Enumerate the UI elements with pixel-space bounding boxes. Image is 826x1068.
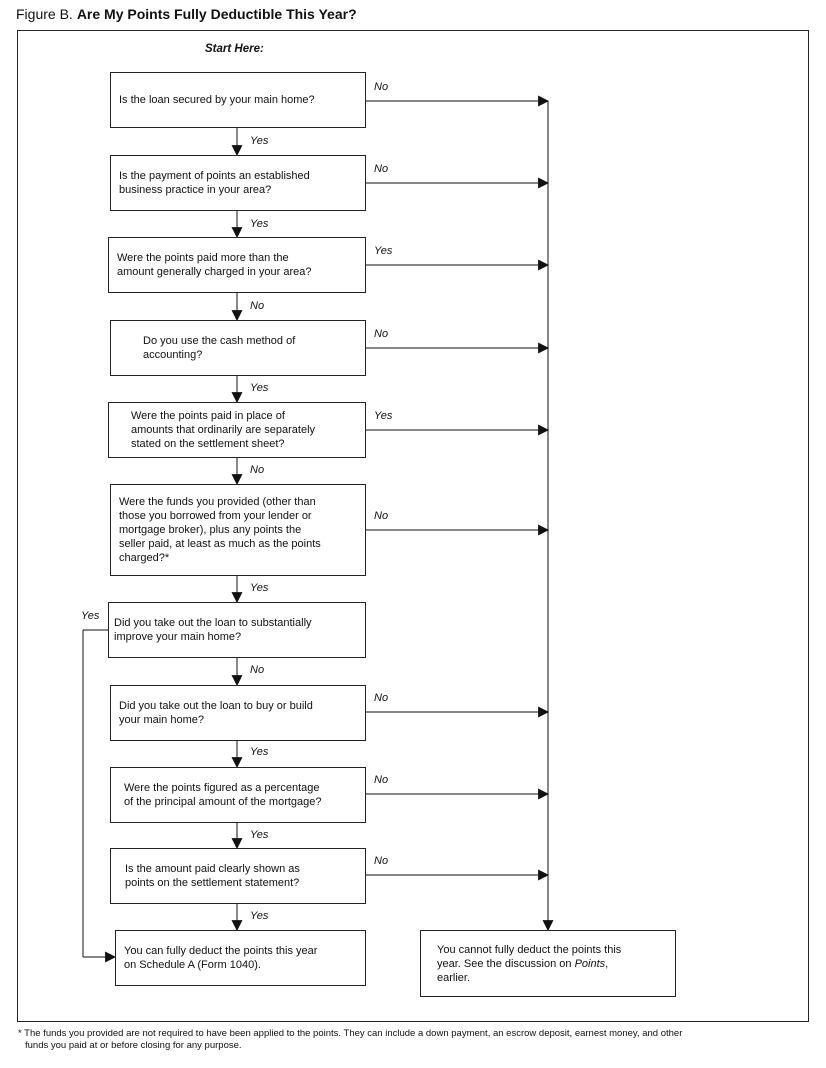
question-text-5: Were the points paid in place of amounts… (131, 410, 316, 450)
question-text-4: Do you use the cash method of accounting… (143, 335, 296, 361)
figure-heading: Are My Points Fully Deductible This Year… (76, 6, 357, 22)
question-text-8: Did you take out the loan to buy or buil… (119, 700, 313, 726)
right-label-9: No (374, 774, 389, 786)
down-label-9: Yes (250, 829, 269, 841)
question-box-3: Were the points paid more than the amoun… (108, 237, 366, 293)
question-text-10: Is the amount paid clearly shown as poin… (125, 863, 300, 889)
down-label-3: No (250, 300, 265, 312)
question-box-8: Did you take out the loan to buy or buil… (110, 685, 366, 741)
right-label-3: Yes (374, 245, 393, 257)
footnote: * The funds you provided are not require… (18, 1028, 808, 1052)
question-box-7: Did you take out the loan to substantial… (108, 602, 366, 658)
down-label-10: Yes (250, 910, 269, 922)
down-label-6: Yes (250, 582, 269, 594)
down-label-8: Yes (250, 746, 269, 758)
question-text-3: Were the points paid more than the amoun… (117, 252, 312, 278)
right-label-8: No (374, 692, 389, 704)
right-label-6: No (374, 510, 389, 522)
footnote-line-1: * The funds you provided are not require… (18, 1028, 683, 1039)
figure-number: Figure B. (16, 6, 73, 22)
down-label-5: No (250, 464, 265, 476)
question-box-10: Is the amount paid clearly shown as poin… (110, 848, 366, 904)
right-label-4: No (374, 328, 389, 340)
left-label-7: Yes (81, 610, 100, 622)
result-text-not-deductible: You cannot fully deduct the points this … (437, 943, 667, 985)
result-box-not-deductible: You cannot fully deduct the points this … (420, 930, 676, 997)
start-label: Start Here: (205, 43, 264, 55)
right-label-2: No (374, 163, 389, 175)
result-box-deductible: You can fully deduct the points this yea… (115, 930, 366, 986)
question-text-6: Were the funds you provided (other than … (119, 496, 321, 564)
question-box-1: Is the loan secured by your main home? (110, 72, 366, 128)
question-box-5: Were the points paid in place of amounts… (108, 402, 366, 458)
question-box-2: Is the payment of points an established … (110, 155, 366, 211)
down-label-7: No (250, 664, 265, 676)
question-box-6: Were the funds you provided (other than … (110, 484, 366, 576)
result-text-no-prefix: You cannot fully deduct the points this … (437, 943, 622, 970)
right-label-5: Yes (374, 410, 393, 422)
question-text-2: Is the payment of points an established … (119, 170, 310, 196)
down-label-4: Yes (250, 382, 269, 394)
question-box-9: Were the points figured as a percentage … (110, 767, 366, 823)
down-label-1: Yes (250, 135, 269, 147)
result-text-no-italic: Points (574, 957, 606, 970)
question-text-7: Did you take out the loan to substantial… (114, 617, 312, 643)
down-label-2: Yes (250, 218, 269, 230)
flowchart-frame (17, 30, 809, 1022)
result-text-no-suffix: , earlier. (437, 957, 609, 984)
question-text-9: Were the points figured as a percentage … (124, 782, 322, 808)
right-label-10: No (374, 855, 389, 867)
footnote-line-2: funds you paid at or before closing for … (25, 1040, 242, 1051)
result-text-deductible: You can fully deduct the points this yea… (124, 945, 318, 971)
question-text-1: Is the loan secured by your main home? (119, 94, 315, 106)
question-box-4: Do you use the cash method of accounting… (110, 320, 366, 376)
figure-title: Figure B.Are My Points Fully Deductible … (16, 6, 357, 22)
right-label-1: No (374, 81, 389, 93)
